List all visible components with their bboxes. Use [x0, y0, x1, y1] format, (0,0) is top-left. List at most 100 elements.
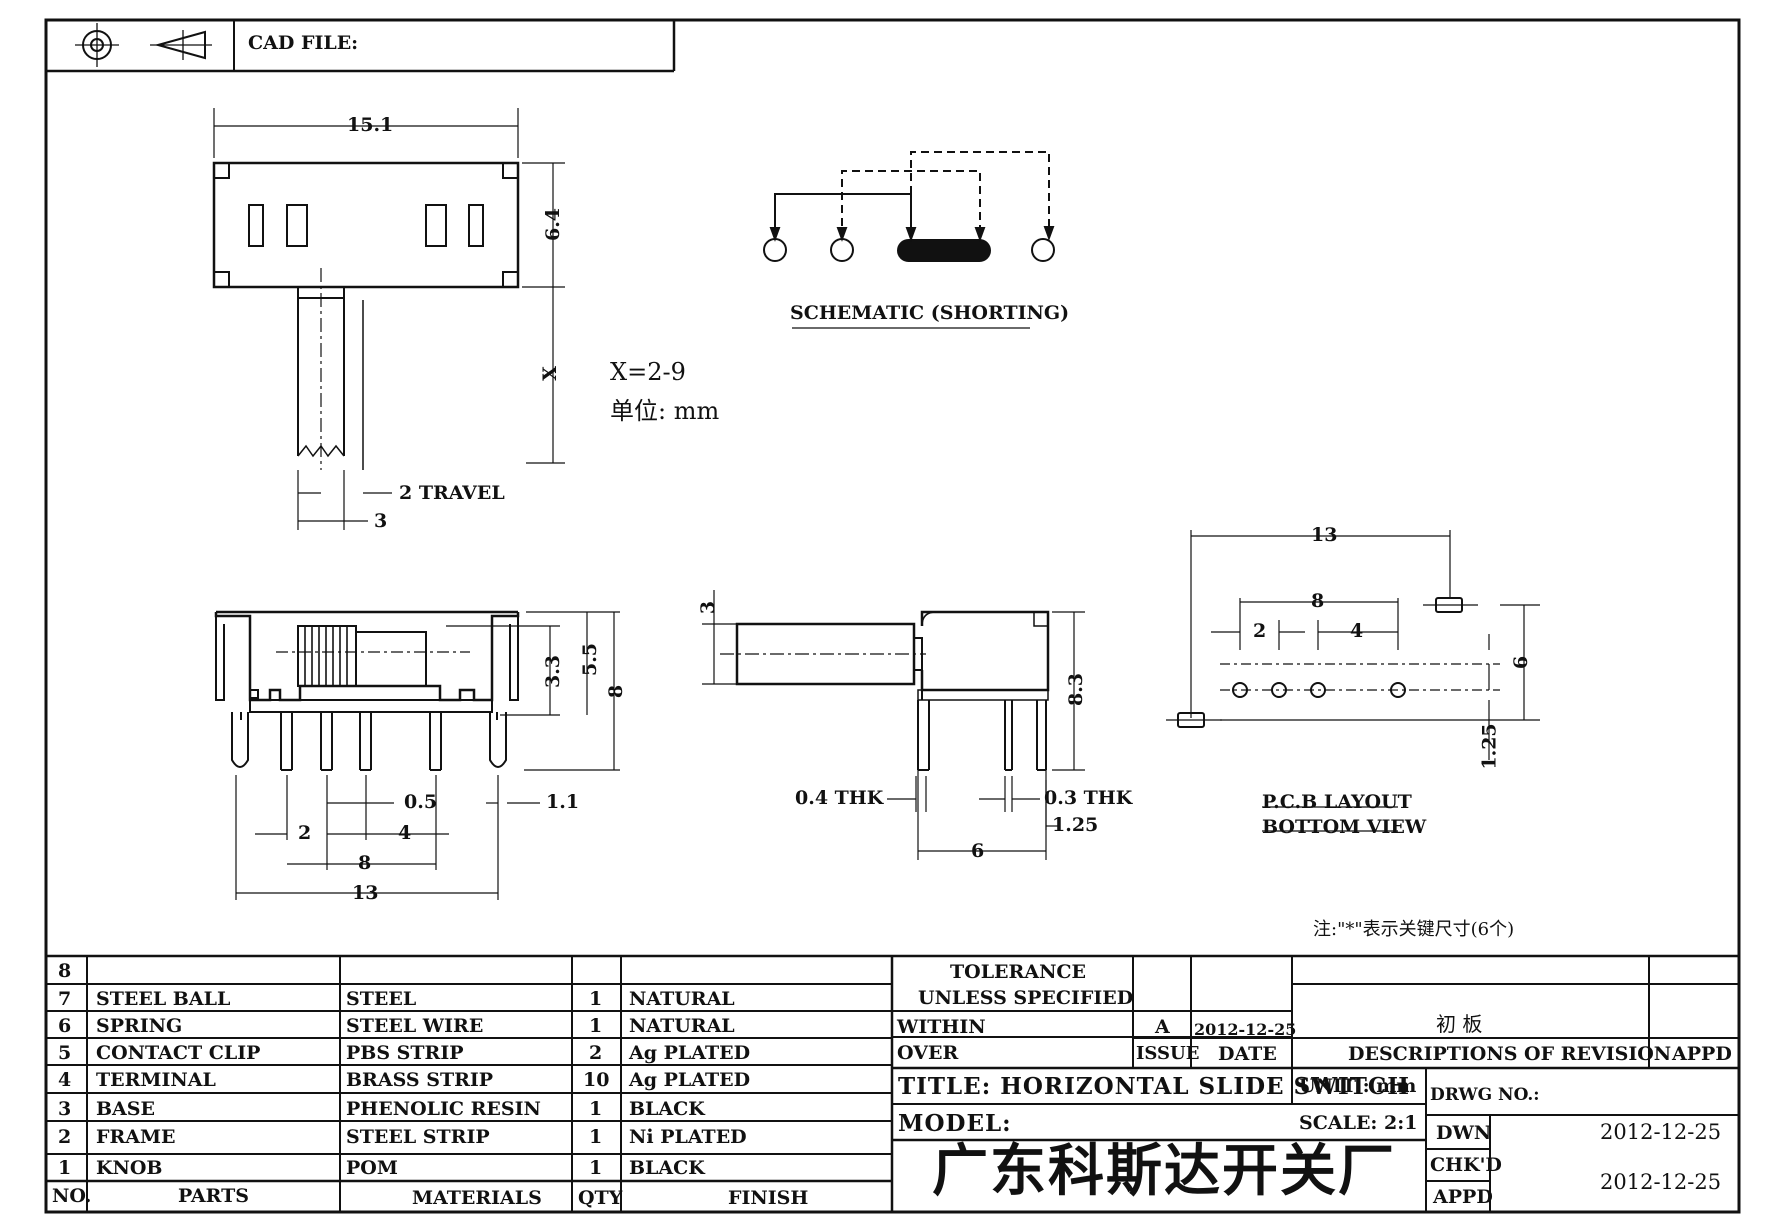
bom-finish: BLACK	[629, 1157, 705, 1179]
company-name: 广东科斯达开关厂	[932, 1139, 1396, 1204]
appd-signoff-label: APPD	[1433, 1186, 1493, 1208]
side-view	[702, 590, 1085, 860]
model-label: MODEL:	[898, 1110, 1012, 1137]
bom-material: POM	[346, 1157, 398, 1179]
dim-front-0-5: 0.5	[404, 791, 438, 813]
dim-side-6: 6	[971, 840, 985, 862]
dim-front-3-3: 3.3	[542, 654, 565, 689]
dim-pcb-13: 13	[1311, 524, 1338, 546]
date-label: DATE	[1218, 1043, 1277, 1065]
bom-header-no: NO.	[52, 1185, 92, 1207]
top-view	[212, 108, 565, 530]
schematic-title: SCHEMATIC (SHORTING)	[790, 302, 1070, 324]
revision-letter: A	[1155, 1016, 1170, 1038]
bom-finish: Ni PLATED	[629, 1126, 747, 1148]
bom-part: CONTACT CLIP	[96, 1042, 261, 1064]
bom-finish: Ag PLATED	[629, 1042, 751, 1064]
bom-material: STEEL WIRE	[346, 1015, 484, 1037]
bom-qty: 1	[589, 1126, 603, 1148]
bom-part: FRAME	[96, 1126, 176, 1148]
dim-knob-length: X	[538, 366, 561, 381]
revision-description: 初 板	[1436, 1012, 1483, 1036]
bom-header-parts: PARTS	[178, 1185, 249, 1207]
appd-label: APPD	[1672, 1043, 1732, 1065]
bom-part: KNOB	[96, 1157, 163, 1179]
bom-no: 8	[58, 960, 72, 982]
dim-pcb-6: 6	[1510, 655, 1533, 670]
issue-label: ISSUE	[1136, 1043, 1200, 1064]
pcb-layout-title: P.C.B LAYOUT	[1262, 791, 1412, 813]
bom-no: 1	[58, 1157, 72, 1179]
dim-side-1-25: 1.25	[1052, 814, 1099, 836]
bom-no: 3	[58, 1098, 72, 1120]
bom-finish: NATURAL	[629, 1015, 735, 1037]
bom-no: 4	[58, 1069, 72, 1091]
bom-finish: NATURAL	[629, 988, 735, 1010]
dim-front-1-1: 1.1	[546, 791, 580, 813]
dwn-date: 2012-12-25	[1600, 1120, 1722, 1144]
pcb-bottom-view: BOTTOM VIEW	[1262, 816, 1427, 838]
dim-pcb-4: 4	[1350, 620, 1364, 642]
dim-pcb-1-25: 1.25	[1478, 723, 1501, 770]
dim-front-8-pitch: 8	[358, 852, 372, 874]
dim-side-3: 3	[697, 600, 720, 615]
dim-front-4: 4	[398, 822, 412, 844]
chkd-date: 2012-12-25	[1600, 1170, 1722, 1194]
dim-knob-width: 3	[374, 510, 388, 532]
dim-pcb-8: 8	[1311, 590, 1325, 612]
revision-date: 2012-12-25	[1194, 1020, 1297, 1039]
unit-label: UNIT : mm	[1299, 1075, 1417, 1097]
dim-side-8-3: 8.3	[1065, 672, 1088, 707]
projection-symbol-icon	[75, 23, 212, 67]
bom-no: 2	[58, 1126, 72, 1148]
dim-front-5-5: 5.5	[579, 642, 602, 677]
dim-side-0-4: 0.4 THK	[795, 787, 884, 809]
bom-finish: Ag PLATED	[629, 1069, 751, 1091]
dim-front-13: 13	[352, 882, 379, 904]
bom-material: PBS STRIP	[346, 1042, 464, 1064]
bom-material: STEEL	[346, 988, 417, 1010]
chkd-label: CHK'D	[1430, 1154, 1502, 1176]
bom-header-materials: MATERIALS	[412, 1187, 542, 1209]
bom-qty: 2	[589, 1042, 603, 1064]
dwn-label: DWN	[1436, 1122, 1492, 1144]
bom-table-grid	[46, 954, 1739, 1212]
bom-material: BRASS STRIP	[346, 1069, 494, 1091]
key-dimension-note: 注:"*"表示关键尺寸(6个)	[1313, 919, 1515, 940]
bom-header-finish: FINISH	[728, 1187, 809, 1209]
within-label: WITHIN	[897, 1016, 986, 1038]
bom-qty: 1	[589, 1157, 603, 1179]
unless-specified-label: UNLESS SPECIFIED	[918, 987, 1134, 1009]
pcb-layout	[1166, 530, 1540, 832]
bom-header-qty: QTY	[578, 1187, 623, 1209]
x-range-note: X=2-9	[610, 358, 686, 386]
dim-front-8: 8	[605, 684, 628, 699]
cad-file-label: CAD FILE:	[248, 32, 359, 54]
drawing-title: TITLE: HORIZONTAL SLIDE SWITCH	[898, 1073, 1410, 1100]
dim-top-width: 15.1	[347, 114, 394, 136]
dim-travel: 2 TRAVEL	[399, 482, 505, 504]
dim-top-height: 6.4	[542, 207, 565, 242]
over-label: OVER	[897, 1042, 959, 1064]
bom-qty: 1	[589, 1015, 603, 1037]
schematic-diagram	[763, 151, 1055, 262]
descriptions-of-revision-label: DESCRIPTIONS OF REVISION	[1348, 1043, 1672, 1065]
bom-material: PHENOLIC RESIN	[346, 1098, 541, 1120]
unit-note: 单位: mm	[610, 397, 720, 425]
bom-no: 7	[58, 988, 72, 1010]
drawing-number-label: DRWG NO.:	[1430, 1085, 1540, 1105]
tolerance-label: TOLERANCE	[950, 961, 1087, 983]
dim-front-2: 2	[298, 822, 312, 844]
bom-part: TERMINAL	[96, 1069, 216, 1091]
scale-label: SCALE: 2:1	[1299, 1112, 1418, 1134]
bom-qty: 10	[583, 1069, 610, 1091]
dim-side-0-3: 0.3 THK	[1044, 787, 1133, 809]
bom-part: BASE	[96, 1098, 156, 1120]
bom-no: 6	[58, 1015, 72, 1037]
bom-no: 5	[58, 1042, 72, 1064]
bom-part: STEEL BALL	[96, 988, 231, 1010]
title-block-grid	[892, 956, 1739, 1212]
front-view	[214, 610, 620, 900]
bom-finish: BLACK	[629, 1098, 705, 1120]
